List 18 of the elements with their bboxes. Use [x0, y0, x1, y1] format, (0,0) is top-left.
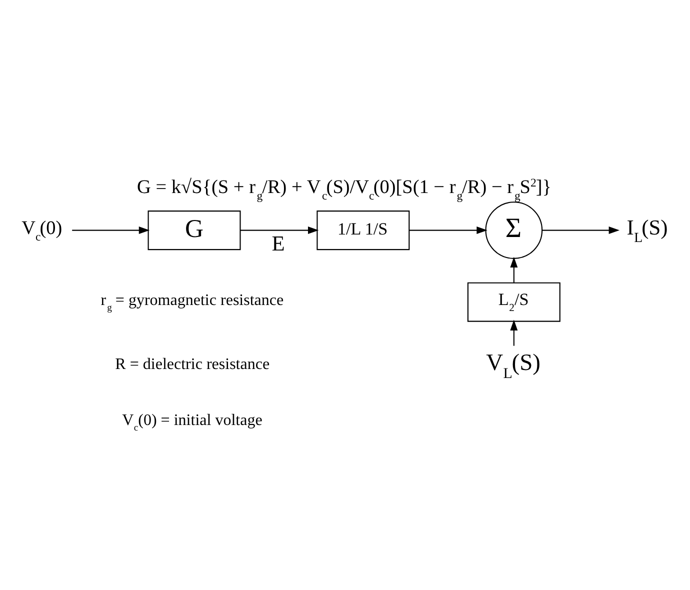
arrow: [409, 226, 488, 234]
arrow: [542, 226, 620, 234]
node-box: 1/L 1/S: [316, 210, 410, 250]
node-text: I$_{L}$(S): [626, 215, 668, 246]
arrow: [240, 226, 319, 234]
node-text: V$_{L}$(S): [486, 350, 541, 382]
label: r$_{g}$ = gyromagnetic resistance: [100, 291, 284, 313]
node-box: L$_{2}$/S: [467, 282, 560, 322]
label: R = dielectric resistance: [115, 355, 270, 372]
node-box: G: [148, 210, 241, 250]
node-text: V$_{c}$(0): [22, 217, 62, 243]
diagram-title: G = k√S{(S + r$_{g}$/R) + V$_{c}$(S)/V$_{c}$(0)[S(1 − r$_{g}$/R) − r$_{g}$S$^{2}$]}: [137, 176, 552, 202]
arrow: [72, 226, 150, 234]
arrow: [510, 256, 518, 282]
arrow: [510, 319, 518, 346]
node-circle: Σ: [485, 201, 543, 258]
edge-label: E: [272, 231, 285, 256]
label: V$_{c}$(0) = initial voltage: [122, 412, 262, 434]
